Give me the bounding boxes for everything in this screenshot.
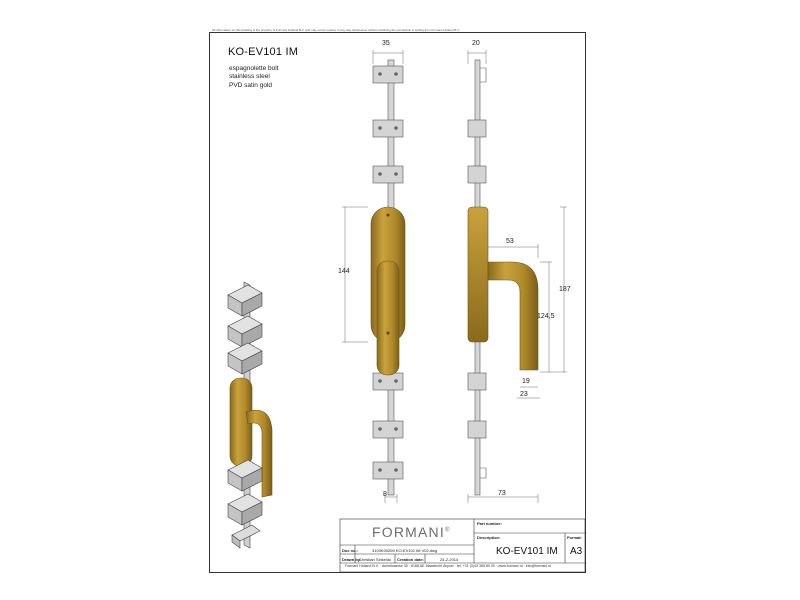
dimension-side-width: 20 bbox=[472, 40, 480, 47]
creation-date-label: Creation date: bbox=[397, 557, 424, 562]
title-block bbox=[339, 518, 586, 573]
front-bracket bbox=[372, 372, 404, 391]
front-bracket bbox=[372, 420, 404, 439]
disclaimer-text: All information on this drawing is the p… bbox=[212, 28, 460, 32]
description-line: stainless steel bbox=[229, 73, 270, 81]
creation-date-value: 24-2-2014 bbox=[440, 557, 459, 562]
dimension-total-height: 187 bbox=[559, 286, 571, 293]
front-bracket bbox=[372, 165, 404, 184]
title-block-description: KO-EV101 IM bbox=[496, 546, 558, 557]
brand-name: FORMANI bbox=[372, 524, 445, 540]
title-block-format: A3 bbox=[570, 546, 583, 557]
dimension-front-width: 35 bbox=[382, 40, 390, 47]
dimension-handle-projection: 53 bbox=[506, 238, 514, 245]
description-line: espagnolette bolt bbox=[229, 65, 279, 72]
front-view bbox=[370, 59, 406, 496]
side-handle bbox=[487, 261, 539, 371]
drawn-by-label: Drawn by: bbox=[342, 557, 362, 562]
registered-mark: ® bbox=[444, 527, 451, 534]
doc-no-label: Doc no.: bbox=[342, 548, 358, 553]
dimension-grip-outer: 23 bbox=[520, 391, 528, 398]
isometric-view bbox=[227, 281, 273, 549]
drawing-title: KO-EV101 IM bbox=[228, 46, 299, 58]
front-handle bbox=[376, 260, 400, 376]
brand-logo: FORMANI® bbox=[372, 524, 451, 540]
dimension-handle-height: 124,5 bbox=[537, 313, 555, 320]
dimension-grip-diameter: 19 bbox=[522, 378, 530, 385]
screw-holes bbox=[378, 72, 398, 472]
dimension-plate-height: 144 bbox=[338, 268, 350, 275]
description-line: PVD satin gold bbox=[229, 81, 272, 89]
front-bracket-top bbox=[372, 65, 404, 84]
front-bracket bbox=[372, 119, 404, 138]
drawn-by-value: Christian Sinkeldo bbox=[359, 557, 392, 562]
side-view bbox=[467, 59, 539, 496]
description-label: Description: bbox=[477, 535, 501, 540]
front-bracket-bottom bbox=[372, 461, 404, 480]
drawing-description: espagnolette bolt stainless steel PVD sa… bbox=[229, 65, 279, 90]
dimension-bolt-width: 8 bbox=[383, 491, 387, 498]
format-label: Format: bbox=[567, 535, 582, 540]
dimension-lines bbox=[342, 50, 567, 503]
part-number-label: Part number: bbox=[477, 521, 502, 526]
company-footer: Formani Holland B.V. · Amerikaanse 35 · … bbox=[345, 564, 551, 568]
dimension-overall-depth: 73 bbox=[498, 490, 506, 497]
doc-no-value: 3103K002IM KO-EV101 IM V02.dwg bbox=[372, 548, 438, 553]
side-backplate bbox=[467, 206, 489, 343]
